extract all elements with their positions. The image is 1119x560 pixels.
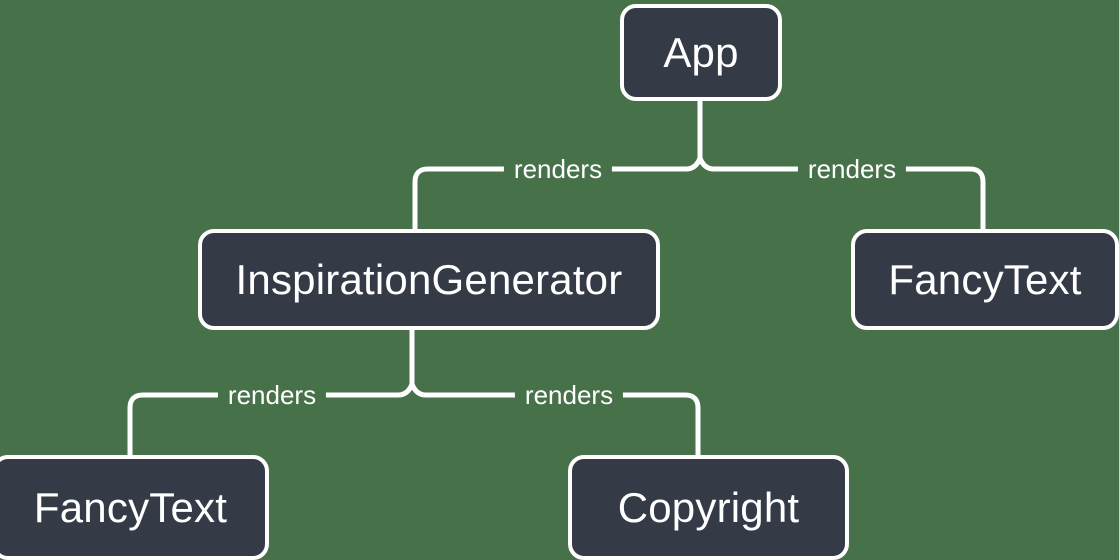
edge-label-app-to-fancytext-right: renders [797, 156, 907, 182]
node-copyright[interactable]: Copyright [568, 455, 849, 560]
edge-label-app-to-inspirationgenerator: renders [503, 156, 613, 182]
edge-label-inspirationgenerator-to-fancytext-left: renders [217, 382, 327, 408]
node-inspirationgenerator[interactable]: InspirationGenerator [198, 229, 660, 330]
edge-label-inspirationgenerator-to-copyright: renders [514, 382, 624, 408]
node-fancytext-right[interactable]: FancyText [851, 229, 1119, 330]
node-fancytext-left[interactable]: FancyText [0, 455, 269, 560]
node-app[interactable]: App [620, 4, 782, 101]
